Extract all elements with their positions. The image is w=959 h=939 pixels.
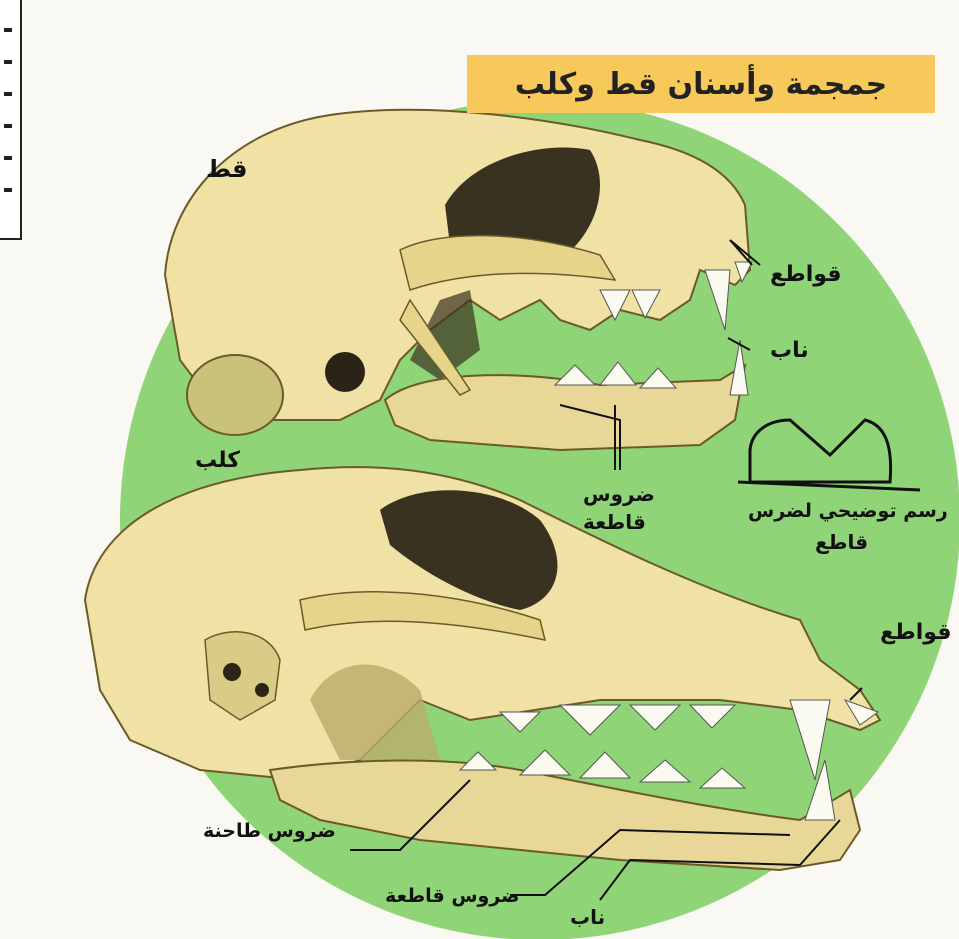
label-cat-incisors: قواطع xyxy=(770,262,842,287)
label-dog-carnassials: ضروس قاطعة xyxy=(385,885,520,907)
label-dog-incisors: قواطع xyxy=(880,620,952,645)
page-title: جمجمة وأسنان قط وكلب xyxy=(515,67,887,102)
label-cat-carnassial-2: قاطعة xyxy=(583,510,646,534)
cat-skull xyxy=(165,110,752,450)
label-cat-canine: ناب xyxy=(770,338,809,363)
title-banner: جمجمة وأسنان قط وكلب xyxy=(467,55,935,113)
label-tooth-diagram-1: رسم توضيحي لضرس xyxy=(748,500,948,522)
label-dog-canine: ناب xyxy=(570,905,605,929)
label-cat-carnassial-1: ضروس xyxy=(583,482,655,506)
label-tooth-diagram-2: قاطع xyxy=(815,530,868,554)
label-cat: قط xyxy=(206,155,247,183)
label-dog: كلب xyxy=(195,448,240,473)
label-dog-molars: ضروس طاحنة xyxy=(203,820,336,842)
